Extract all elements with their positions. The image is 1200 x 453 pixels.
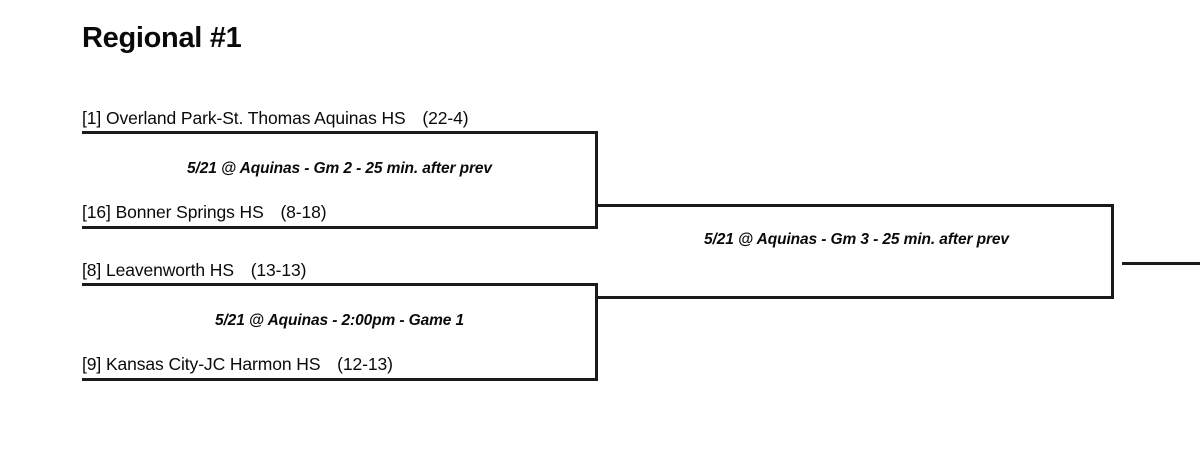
team-record — [606, 180, 618, 200]
team-slot-r1-g1-bottom: [16] Bonner Springs HS (8-18) — [82, 202, 327, 222]
team-seed: [16] — [82, 202, 111, 222]
team-record: (13-13) — [250, 260, 307, 280]
bracket-line-r2-top — [598, 204, 1113, 207]
team-name: Bonner Springs HS — [115, 202, 264, 222]
game-label-r2-g1: 5/21 @ Aquinas - Gm 3 - 25 min. after pr… — [704, 231, 1009, 248]
bracket-connector-r2 — [1111, 204, 1114, 299]
team-slot-r1-g2-top: [8] Leavenworth HS (13-13) — [82, 260, 307, 280]
team-record: (12-13) — [337, 354, 393, 374]
team-record: (22-4) — [422, 108, 469, 128]
team-name: Overland Park-St. Thomas Aquinas HS — [105, 108, 406, 128]
game-label-r1-g2: 5/21 @ Aquinas - 2:00pm - Game 1 — [214, 312, 465, 329]
team-name: Kansas City-JC Harmon HS — [105, 354, 321, 374]
team-slot-r1-g2-bottom: [9] Kansas City-JC Harmon HS (12-13) — [82, 354, 393, 374]
team-slot-r1-g1-top: [1] Overland Park-St. Thomas Aquinas HS … — [82, 108, 469, 128]
bracket-line-r1-g1-bottom — [82, 226, 597, 229]
team-record: (8-18) — [280, 202, 327, 222]
bracket-connector-r1-g2 — [595, 283, 598, 381]
team-record — [606, 272, 618, 292]
page-title: Regional #1 — [82, 22, 242, 54]
team-seed: [8] — [82, 260, 102, 280]
bracket-line-r3-advance — [1122, 262, 1200, 265]
bracket-line-r2-bottom — [598, 296, 1113, 299]
bracket-line-r1-g2-bottom — [82, 378, 597, 381]
team-name: Leavenworth HS — [105, 260, 234, 280]
team-slot-r2-bottom — [606, 274, 618, 292]
game-label-r1-g1: 5/21 @ Aquinas - Gm 2 - 25 min. after pr… — [187, 160, 492, 177]
team-seed: [1] — [82, 108, 102, 128]
team-seed: [9] — [82, 354, 102, 374]
bracket-line-r1-g2-top — [82, 283, 597, 286]
bracket-line-r1-g1-top — [82, 131, 597, 134]
bracket-connector-r1-g1 — [595, 131, 598, 229]
team-slot-r2-top — [606, 182, 618, 200]
